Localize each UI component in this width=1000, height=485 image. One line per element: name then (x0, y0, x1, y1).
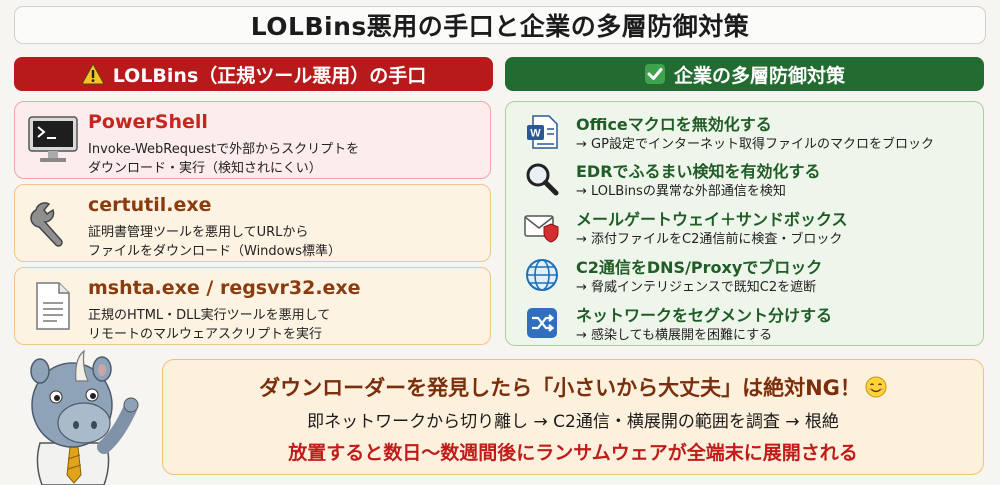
attack-column-header-label: LOLBins（正規ツール悪用）の手口 (112, 64, 427, 87)
magnifier-icon (524, 161, 560, 197)
defense-item-desc: → 添付ファイルをC2通信前に検査・ブロック (576, 232, 843, 247)
word-document-icon: W (524, 114, 560, 150)
defense-item-desc: → 感染しても横展開を困難にする (576, 328, 773, 343)
defense-item-desc: → LOLBinsの異常な外部通信を検知 (576, 184, 786, 199)
svg-text:W: W (530, 128, 541, 140)
terminal-monitor-icon (27, 114, 79, 166)
attack-card-line: ダウンロード・実行（検知されにくい） (88, 161, 322, 176)
shuffle-icon (524, 305, 560, 341)
attack-column-header: LOLBins（正規ツール悪用）の手口 (14, 57, 493, 91)
callout-warning: 放置すると数日〜数週間後にランサムウェアが全端末に展開される (288, 442, 858, 464)
defense-item-desc: → 脅威インテリジェンスで既知C2を遮断 (576, 280, 817, 295)
defense-column-header: 企業の多層防御対策 (505, 57, 984, 91)
wrench-icon (27, 197, 79, 249)
attack-card-powershell: PowerShell Invoke-WebRequestで外部からスクリプトを … (14, 101, 491, 179)
defense-item-desc: → GP設定でインターネット取得ファイルのマクロをブロック (576, 137, 934, 152)
attack-card-line: Invoke-WebRequestで外部からスクリプトを (88, 142, 360, 157)
attack-card-title: PowerShell (88, 111, 208, 133)
mail-shield-icon (524, 209, 560, 245)
page-title: LOLBins悪用の手口と企業の多層防御対策 (14, 6, 986, 44)
defense-item-mail-gateway: メールゲートウェイ＋サンドボックス → 添付ファイルをC2通信前に検査・ブロック (506, 203, 983, 249)
attack-card-line: 証明書管理ツールを悪用してURLから (88, 225, 309, 240)
defense-item-title: Officeマクロを無効化する (576, 115, 772, 134)
defense-item-c2-block: C2通信をDNS/Proxyでブロック → 脅威インテリジェンスで既知C2を遮断 (506, 251, 983, 297)
smiling-face-icon (865, 376, 887, 403)
attack-card-line: ファイルをダウンロード（Windows標準） (88, 244, 342, 259)
defense-item-segmentation: ネットワークをセグメント分けする → 感染しても横展開を困難にする (506, 299, 983, 345)
callout-heading: ダウンローダーを発見したら「小さいから大丈夫」は絶対NG！ (163, 372, 983, 403)
attack-card-title: certutil.exe (88, 194, 212, 216)
defense-item-title: メールゲートウェイ＋サンドボックス (576, 210, 848, 229)
callout-steps: 即ネットワークから切り離し → C2通信・横展開の範囲を調査 → 根絶 (307, 412, 839, 432)
defense-column-header-label: 企業の多層防御対策 (673, 64, 845, 87)
defense-item-title: C2通信をDNS/Proxyでブロック (576, 258, 823, 277)
callout-heading-text: ダウンローダーを発見したら「小さいから大丈夫」は絶対NG！ (259, 376, 861, 400)
defense-item-title: EDRでふるまい検知を有効化する (576, 162, 821, 181)
attack-card-line: リモートのマルウェアスクリプトを実行 (88, 327, 323, 342)
attack-card-mshta-regsvr32: mshta.exe / regsvr32.exe 正規のHTML・DLL実行ツー… (14, 267, 491, 345)
defense-item-edr: EDRでふるまい検知を有効化する → LOLBinsの異常な外部通信を検知 (506, 155, 983, 201)
defense-item-office-macro: W Officeマクロを無効化する → GP設定でインターネット取得ファイルのマ… (506, 108, 983, 154)
defense-panel: W Officeマクロを無効化する → GP設定でインターネット取得ファイルのマ… (505, 101, 984, 346)
warning-icon (80, 63, 105, 85)
defense-item-title: ネットワークをセグメント分けする (576, 306, 833, 325)
globe-icon (524, 257, 560, 293)
attack-card-line: 正規のHTML・DLL実行ツールを悪用して (88, 308, 331, 323)
check-box-icon (644, 63, 666, 85)
attack-card-title: mshta.exe / regsvr32.exe (88, 277, 361, 299)
rhino-mascot (30, 349, 139, 485)
warning-callout: ダウンローダーを発見したら「小さいから大丈夫」は絶対NG！ 即ネットワークから切… (162, 359, 984, 475)
document-icon (27, 280, 79, 332)
attack-card-certutil: certutil.exe 証明書管理ツールを悪用してURLから ファイルをダウン… (14, 184, 491, 262)
